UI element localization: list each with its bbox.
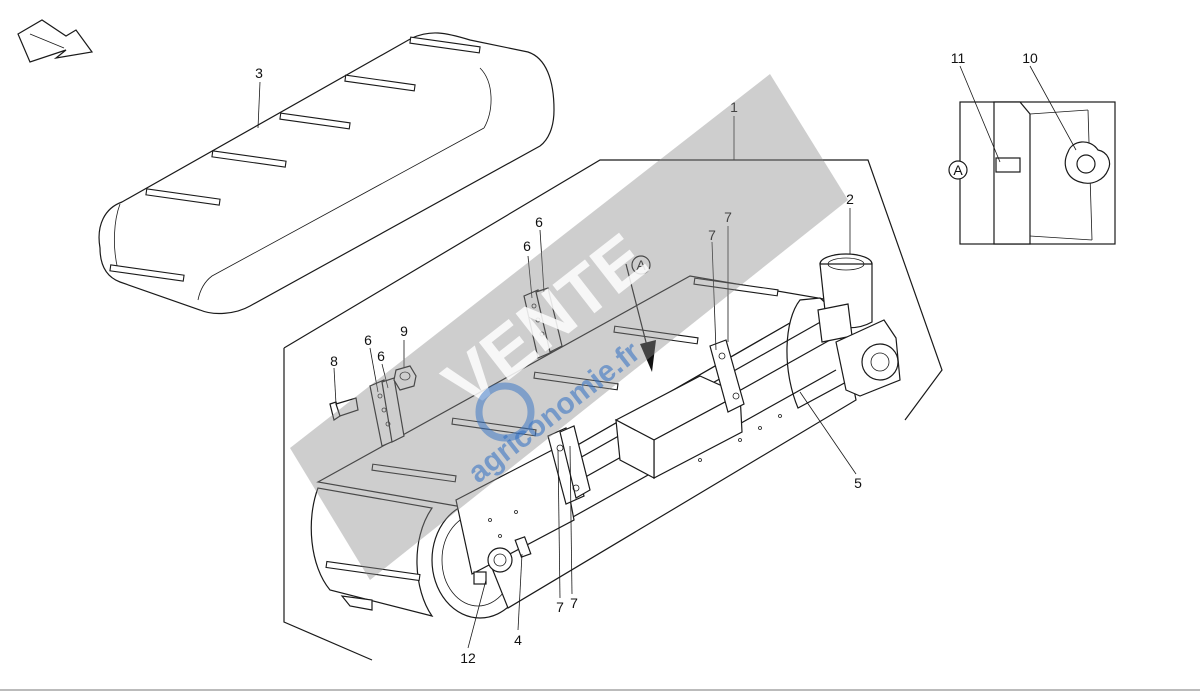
cover-part [98, 32, 555, 315]
leader-lines [257, 65, 1077, 649]
callout-5: 5 [854, 475, 862, 491]
callout-9: 9 [400, 323, 408, 339]
callout-1: 1 [730, 99, 738, 115]
callout-10: 10 [1022, 50, 1038, 66]
drum-hub-part [473, 547, 513, 585]
watermark-logo-icon [475, 382, 535, 442]
orientation-arrow-icon [17, 19, 94, 63]
callout-12: 12 [460, 650, 476, 666]
callout-6-c: 6 [523, 238, 531, 254]
tensioner-part [514, 536, 532, 558]
link-bracket-7-rear [709, 339, 745, 413]
assembly-bracket-outline [283, 159, 943, 661]
bolt-part [329, 397, 359, 421]
callout-2: 2 [846, 191, 854, 207]
view-marker-label: A [636, 257, 646, 273]
callout-8: 8 [330, 353, 338, 369]
callout-6-a: 6 [364, 332, 372, 348]
callout-6-d: 6 [535, 214, 543, 230]
detail-view-marker-label: A [953, 162, 963, 178]
callout-7-d: 7 [570, 595, 578, 611]
callout-labels: 1 2 3 4 5 6 6 6 6 7 7 7 7 8 9 10 11 12 [255, 50, 1038, 666]
callout-4: 4 [514, 632, 522, 648]
callout-11: 11 [951, 50, 966, 66]
mounting-bracket-left [369, 377, 405, 447]
motor-gearbox [817, 253, 901, 397]
callout-7-b: 7 [724, 209, 732, 225]
callout-3: 3 [255, 65, 263, 81]
callout-7-c: 7 [556, 599, 564, 615]
callout-6-b: 6 [377, 348, 385, 364]
callout-7-a: 7 [708, 227, 716, 243]
detail-view-a: A [948, 101, 1116, 245]
view-a-arrow: A [625, 255, 656, 372]
nut-part [393, 365, 417, 391]
